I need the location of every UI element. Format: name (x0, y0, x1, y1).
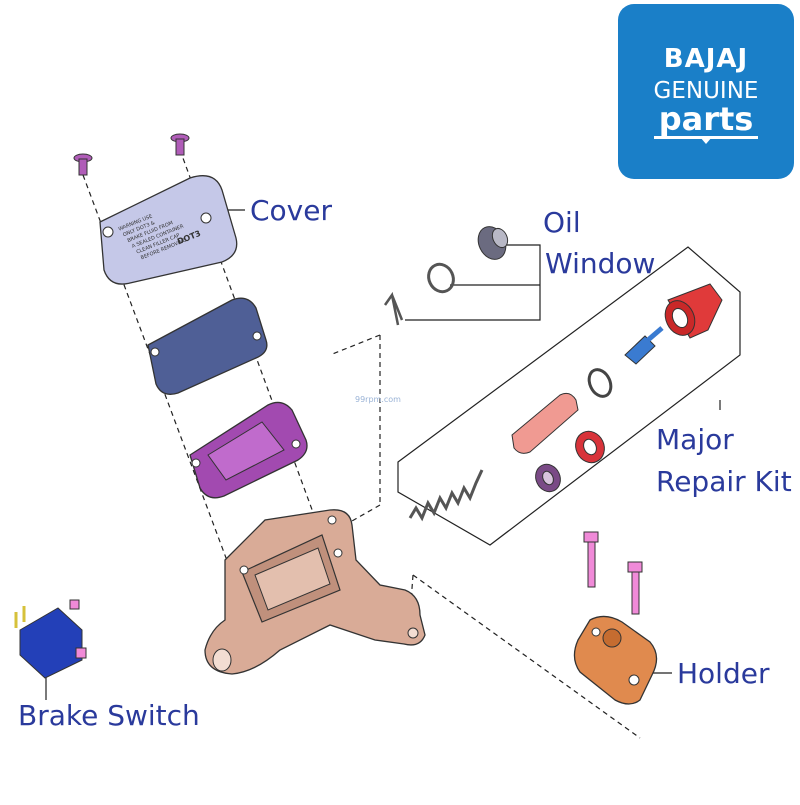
holder-bolt-right (627, 561, 643, 615)
label-oil-window-2: Window (545, 247, 656, 280)
logo-parts: parts (658, 100, 754, 138)
repair-kit-boot (664, 283, 723, 339)
label-brake-switch: Brake Switch (18, 699, 200, 732)
repair-kit-piston (511, 392, 579, 454)
cover-screw-left (73, 153, 93, 176)
label-cover: Cover (250, 194, 332, 227)
logo-arrow-icon (700, 137, 712, 144)
repair-kit-pushrod (624, 326, 664, 365)
master-cylinder-body (204, 509, 426, 675)
oil-window-grommet (477, 226, 509, 260)
bajaj-genuine-parts-logo: BAJAJ GENUINE parts (618, 4, 794, 179)
cover-screw-right (170, 133, 190, 156)
repair-kit-cup-seal-purple (535, 463, 561, 493)
repair-kit-outline (397, 246, 741, 546)
holder-clamp (573, 615, 658, 705)
repair-kit-circlip (587, 368, 613, 398)
repair-kit-spring (408, 469, 484, 522)
logo-genuine: GENUINE (653, 78, 759, 104)
oil-window-ring (427, 262, 455, 294)
label-major-repair-kit-2: Repair Kit (656, 465, 792, 498)
brake-switch (14, 599, 87, 679)
repair-kit-cup-seal-red (575, 430, 605, 464)
label-oil-window-1: Oil (543, 206, 581, 239)
label-major-repair-kit-1: Major (656, 423, 734, 456)
holder-bolt-left (583, 531, 599, 588)
diaphragm-plate (189, 401, 308, 499)
label-holder: Holder (677, 657, 770, 690)
logo-brand: BAJAJ (663, 44, 749, 74)
oil-window-clip (383, 291, 404, 326)
watermark: 99rpm.com (355, 395, 401, 404)
diaphragm (147, 297, 268, 395)
reservoir-cover: WARNING USE ONLY DOT3 & BRAKE FLUID FROM… (99, 175, 238, 285)
